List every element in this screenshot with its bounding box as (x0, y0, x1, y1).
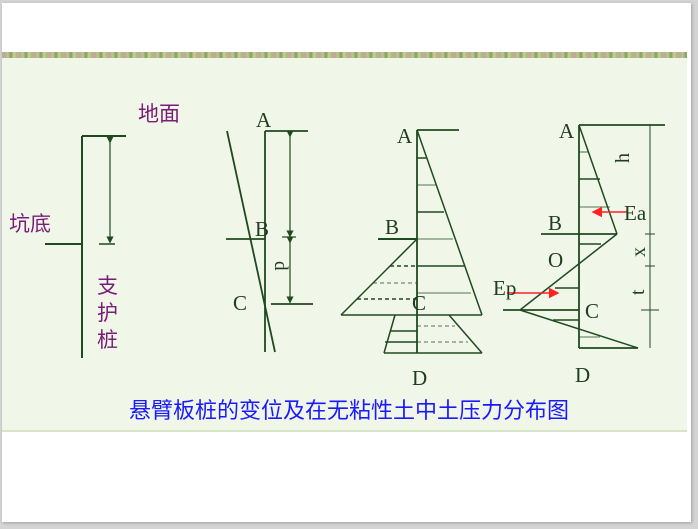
net-pressure-line (519, 233, 618, 311)
slide-content-area (2, 58, 687, 432)
lower-pressure-line (519, 309, 639, 349)
lower-right-line (448, 314, 483, 354)
point-b-label: B (548, 211, 562, 235)
deflected-pile-line (226, 130, 276, 353)
force-ea-label: Ea (624, 201, 647, 225)
lower-left-line (383, 314, 396, 354)
figure-2-displacement (226, 130, 313, 353)
point-c-label: C (233, 291, 247, 315)
point-a-label: A (256, 108, 272, 132)
dim-x-label: x (628, 247, 650, 257)
point-b-label: B (385, 215, 399, 239)
dim-d-label: d (270, 261, 291, 271)
point-c-label: C (412, 291, 426, 315)
dim-h-label: h (612, 153, 634, 163)
active-pressure-line (416, 129, 483, 316)
ground-label: 地面 (138, 102, 180, 126)
pile-label-char-2: 护 (97, 301, 118, 325)
point-d-label: D (412, 366, 427, 390)
point-c-label: C (585, 299, 599, 323)
decorative-header-strip (2, 52, 687, 58)
point-o-label: O (548, 248, 563, 272)
point-a-label: A (559, 119, 575, 143)
point-a-label: A (397, 124, 413, 148)
point-d-label: D (575, 363, 590, 387)
pit-bottom-label: 坑底 (9, 212, 51, 236)
force-ep-label: Ep (493, 276, 516, 300)
pile-label-char-3: 桩 (97, 328, 118, 352)
pile-label-char-1: 支 (97, 274, 118, 298)
point-b-label: B (255, 217, 269, 241)
figure-4-simplified-pressure (503, 124, 665, 349)
diagram-caption: 悬臂板桩的变位及在无粘性土中土压力分布图 (128, 399, 569, 424)
dim-t-label: t (627, 289, 649, 295)
passive-pressure-line (340, 238, 418, 316)
figure-1-pile (45, 135, 126, 358)
figure-3-pressure-distribution (340, 129, 483, 354)
